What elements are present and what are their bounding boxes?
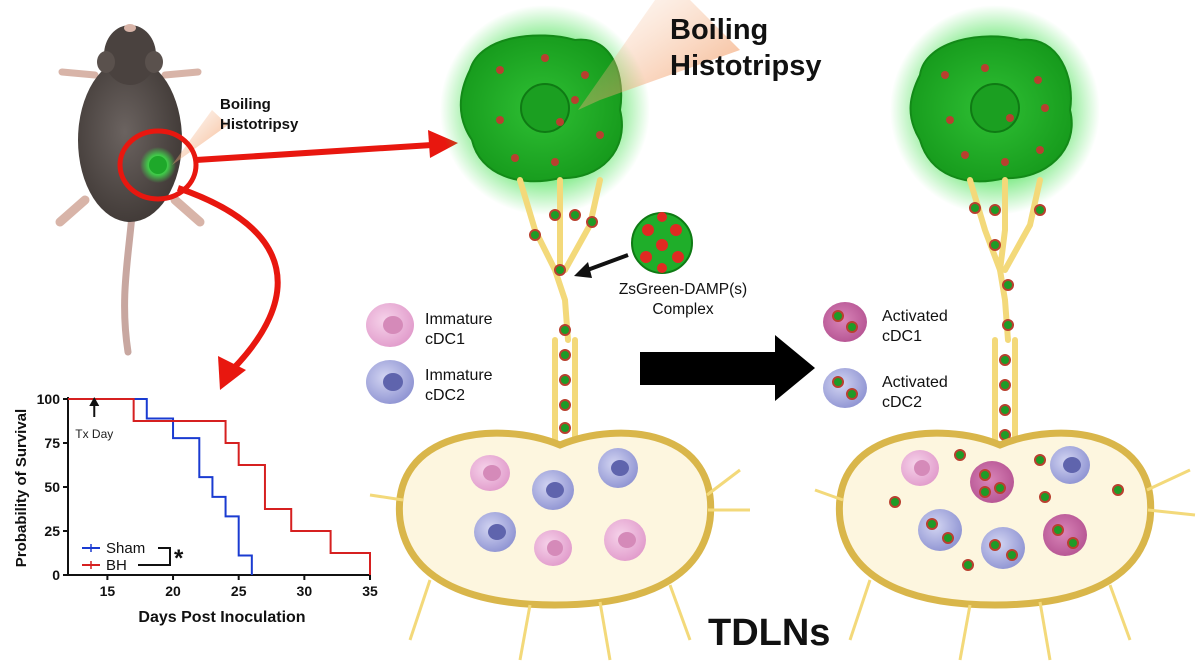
label-line: Complex — [652, 301, 714, 318]
label-line: Boiling — [220, 96, 271, 113]
dendritic-cell-icon — [470, 455, 510, 491]
x-tick-label: 15 — [100, 583, 116, 599]
x-tick-label: 20 — [165, 583, 181, 599]
x-axis-label: Days Post Inoculation — [138, 609, 305, 626]
y-axis-label: Probability of Survival — [13, 409, 30, 567]
boiling-histotripsy-label-small: Boiling Histotripsy — [220, 95, 298, 135]
activated-cdc2-label: Activated cDC2 — [882, 373, 948, 413]
label-line: cDC1 — [882, 328, 923, 345]
legend-immature-cdc1 — [366, 303, 414, 347]
immature-cdc2-label: Immature cDC2 — [425, 366, 493, 406]
label-line: cDC1 — [425, 331, 466, 348]
series-line-sham — [68, 398, 253, 575]
label-line: cDC2 — [882, 394, 923, 411]
immature-cdc1-label: Immature cDC1 — [425, 310, 493, 350]
activated-cdc1-label: Activated cDC1 — [882, 307, 948, 347]
dendritic-cell-icon — [604, 519, 646, 561]
label-line: Boiling — [670, 14, 769, 46]
x-tick-label: 35 — [362, 583, 378, 599]
red-arrow-to-chart — [177, 185, 281, 390]
dendritic-cell-icon — [981, 527, 1025, 569]
label-line: Activated — [882, 374, 948, 391]
damp-complex-label: ZsGreen-DAMP(s) Complex — [598, 280, 768, 320]
dendritic-cell-icon — [970, 461, 1014, 503]
activated-cdc-cells-node-2 — [889, 446, 1124, 571]
dendritic-cell-icon — [918, 509, 962, 551]
tx-day-label: Tx Day — [75, 427, 113, 441]
tx-day-arrowhead — [89, 397, 100, 406]
damp-particles-vessel-1 — [529, 209, 598, 434]
label-line: Activated — [882, 308, 948, 325]
y-tick-label: 50 — [44, 479, 60, 495]
tdlns-label: TDLNs — [708, 612, 831, 654]
dendritic-cell-icon — [474, 512, 516, 552]
red-arrow-to-tumor — [195, 130, 458, 163]
y-tick-label: 25 — [44, 523, 60, 539]
label-line: Histotripsy — [670, 50, 822, 82]
y-tick-label: 0 — [52, 567, 60, 583]
dendritic-cell-icon — [1043, 514, 1087, 556]
legend-label-bh: BH — [106, 557, 127, 574]
y-tick-label: 75 — [44, 435, 60, 451]
tumor-icon — [440, 5, 650, 215]
legend-activated-cdc1 — [823, 302, 867, 342]
dendritic-cell-icon — [901, 450, 939, 486]
label-line: Immature — [425, 311, 493, 328]
label-line: ZsGreen-DAMP(s) — [618, 281, 748, 298]
legend-activated-cdc2 — [823, 368, 867, 408]
dendritic-cell-icon — [534, 530, 572, 566]
boiling-histotripsy-label-large: Boiling Histotripsy — [670, 12, 821, 84]
series-line-bh — [68, 398, 371, 575]
chart-lines — [68, 398, 371, 575]
x-tick-label: 30 — [297, 583, 313, 599]
highlight-ring — [117, 128, 199, 202]
dendritic-cell-icon — [598, 448, 638, 488]
legend-immature-cdc2 — [366, 360, 414, 404]
lymphatic-vessel-2 — [967, 177, 1043, 443]
immature-cdc-cells-node-1 — [470, 448, 646, 566]
dendritic-cell-icon — [1050, 446, 1090, 484]
damp-complex-icon — [574, 212, 693, 278]
dendritic-cell-icon — [532, 470, 574, 510]
label-line: Histotripsy — [220, 116, 299, 133]
significance-bracket — [138, 547, 171, 566]
legend-label-sham: Sham — [106, 540, 145, 557]
big-arrow-icon — [640, 335, 815, 401]
label-line: cDC2 — [425, 387, 466, 404]
significance-star: * — [174, 545, 184, 572]
damp-particles-vessel-2 — [969, 202, 1046, 441]
tumor-icon-2 — [890, 5, 1100, 215]
mouse-tumor-icon — [140, 147, 176, 183]
label-line: Immature — [425, 367, 493, 384]
small-beam — [172, 110, 228, 165]
large-beam — [578, 0, 740, 110]
x-tick-label: 25 — [231, 583, 247, 599]
y-tick-label: 100 — [37, 391, 61, 407]
